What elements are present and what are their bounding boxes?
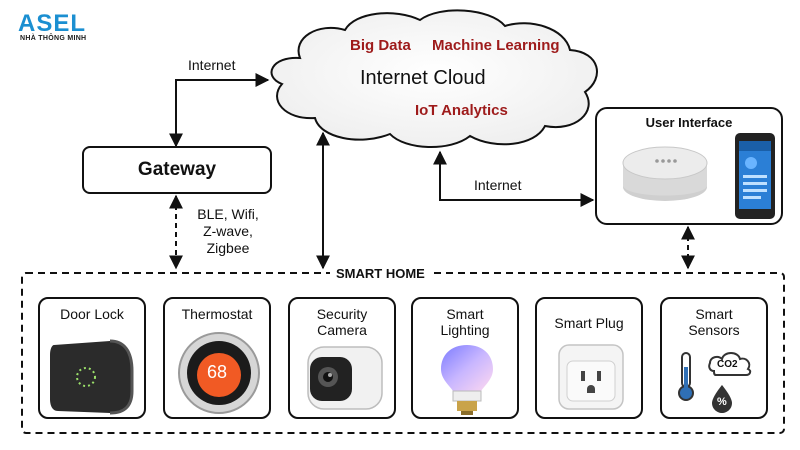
humidity-drop-icon <box>712 385 732 413</box>
edge-label-gateway-internet: Internet <box>188 57 236 73</box>
protocol-line: Z-wave, <box>203 223 253 239</box>
device-name: Thermostat <box>165 306 269 322</box>
smart-bulb-icon <box>441 345 493 415</box>
cloud-term-iot-analytics: IoT Analytics <box>415 102 508 119</box>
device-name-line: Security <box>316 306 368 322</box>
device-thermostat: Thermostat 68 <box>163 297 271 419</box>
internet-cloud-shape <box>270 9 598 148</box>
protocol-line: BLE, Wifi, <box>197 206 259 222</box>
device-name: Smart Sensors <box>662 306 766 338</box>
co2-cloud-icon <box>708 352 752 376</box>
device-security-camera: Security Camera <box>288 297 396 419</box>
device-name-line: Smart <box>695 306 733 322</box>
edge-gateway-cloud <box>169 73 270 148</box>
security-camera-icon <box>307 346 383 410</box>
gateway-label: Gateway <box>137 159 217 180</box>
protocol-line: Zigbee <box>206 240 250 256</box>
smart-plug-icon <box>558 344 624 410</box>
door-lock-icon <box>50 339 134 415</box>
user-interface-title: User Interface <box>645 115 733 130</box>
device-name-line: Door Lock <box>60 306 124 322</box>
device-name: Security Camera <box>290 306 394 338</box>
device-door-lock: Door Lock <box>38 297 146 419</box>
device-name-line: Sensors <box>688 322 740 338</box>
smart-speaker-icon <box>622 146 708 201</box>
edge-label-ui-internet: Internet <box>474 177 522 193</box>
user-interface-node: User Interface <box>595 107 783 225</box>
smartphone-app-icon <box>735 133 775 219</box>
device-name-line: Thermostat <box>181 306 253 322</box>
device-name-line: Lighting <box>440 322 490 338</box>
humidity-label: % <box>717 396 727 408</box>
device-name-line: Smart <box>446 306 484 322</box>
sensors-icon <box>678 352 752 413</box>
smart-home-title: SMART HOME <box>330 266 431 281</box>
ui-devices-illustration <box>622 133 775 219</box>
cloud-term-big-data: Big Data <box>350 37 411 54</box>
brand-tagline: NHÀ THÔNG MINH <box>20 35 87 42</box>
thermometer-icon <box>678 352 694 401</box>
thermostat-icon <box>178 332 260 414</box>
device-name: Smart Lighting <box>413 306 517 338</box>
cloud-term-machine-learning: Machine Learning <box>432 37 560 54</box>
device-smart-plug: Smart Plug <box>535 297 643 419</box>
device-name-line: Camera <box>317 322 367 338</box>
brand-logo: ASEL <box>18 10 87 37</box>
co2-label: CO2 <box>717 359 738 370</box>
device-smart-lighting: Smart Lighting <box>411 297 519 419</box>
thermostat-reading: 68 <box>206 362 228 382</box>
edge-ui-cloud <box>433 150 595 207</box>
device-name-line: Smart Plug <box>554 315 624 331</box>
gateway-node: Gateway <box>82 146 272 194</box>
cloud-title: Internet Cloud <box>360 67 486 89</box>
protocol-label: BLE, Wifi, Z-wave, Zigbee <box>193 206 263 257</box>
device-name: Smart Plug <box>537 315 641 331</box>
device-smart-sensors: Smart Sensors CO2 % <box>660 297 768 419</box>
device-name: Door Lock <box>40 306 144 322</box>
